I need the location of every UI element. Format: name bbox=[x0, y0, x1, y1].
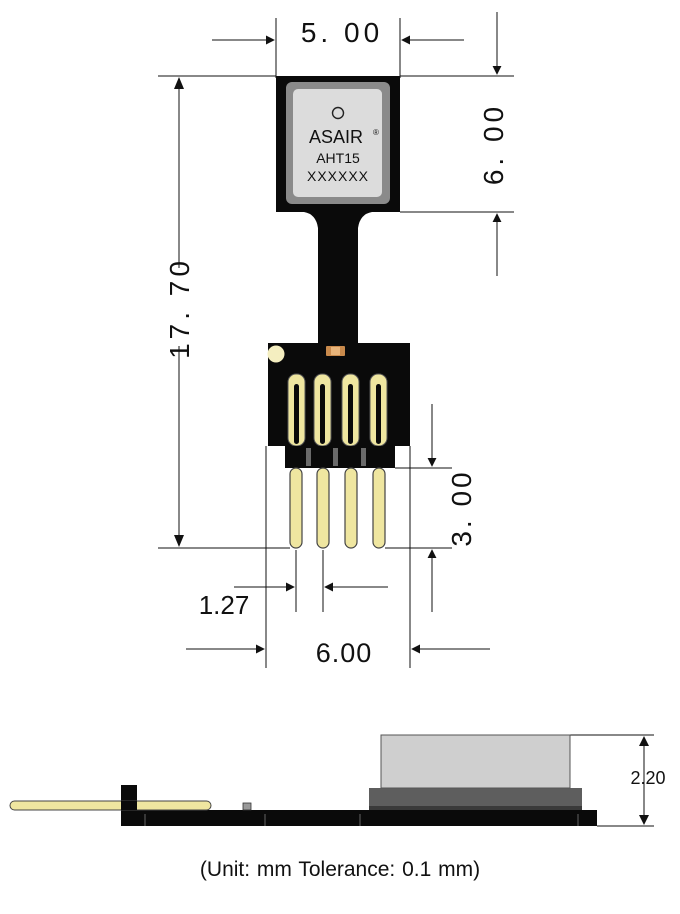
front-view: ASAIR ® AHT15 XXXXXX bbox=[267, 76, 410, 549]
header-pin bbox=[372, 467, 386, 549]
gold-pad-inner bbox=[294, 384, 299, 444]
header-pins bbox=[289, 467, 386, 549]
smd-component-center bbox=[331, 347, 340, 355]
pin-header-body bbox=[285, 446, 395, 468]
side-pin-insert bbox=[121, 801, 137, 810]
header-separators bbox=[306, 448, 366, 466]
gold-pads bbox=[287, 373, 388, 447]
side-pcb-grooves bbox=[144, 814, 579, 826]
sensor-base bbox=[369, 788, 582, 810]
gold-pad-inner bbox=[348, 384, 353, 444]
sensor-chip-face bbox=[293, 89, 382, 197]
dim-pin-pitch: 1.27 bbox=[199, 590, 250, 620]
dim-pin-length: 3. 00 bbox=[446, 469, 477, 546]
header-pin bbox=[316, 467, 330, 549]
dim-sensor-height: 6. 00 bbox=[478, 103, 509, 185]
side-view bbox=[9, 734, 597, 826]
dim-total-length: 17. 70 bbox=[164, 257, 195, 359]
header-pin bbox=[344, 467, 358, 549]
sensor-lid bbox=[380, 734, 571, 789]
mounting-pad bbox=[267, 345, 285, 363]
sensor-vent-hole bbox=[331, 106, 345, 120]
chip-registered-mark: ® bbox=[373, 128, 379, 137]
chip-brand: ASAIR bbox=[309, 127, 363, 147]
units-tolerance-note: (Unit: mm Tolerance: 0.1 mm) bbox=[199, 858, 481, 881]
header-pin bbox=[289, 467, 303, 549]
sensor-base-shadow bbox=[369, 806, 582, 810]
side-pcb bbox=[121, 810, 597, 826]
chip-model: AHT15 bbox=[316, 150, 360, 166]
chip-code: XXXXXX bbox=[307, 168, 369, 184]
dim-sensor-width: 5. 00 bbox=[301, 17, 383, 48]
side-pin bbox=[9, 800, 212, 811]
dim-side-height: 2.20 bbox=[630, 768, 665, 788]
side-smd bbox=[242, 802, 252, 811]
dim-board-width: 6.00 bbox=[316, 638, 373, 668]
gold-pad-inner bbox=[320, 384, 325, 444]
gold-pad-inner bbox=[376, 384, 381, 444]
dimension-lines bbox=[158, 12, 654, 827]
